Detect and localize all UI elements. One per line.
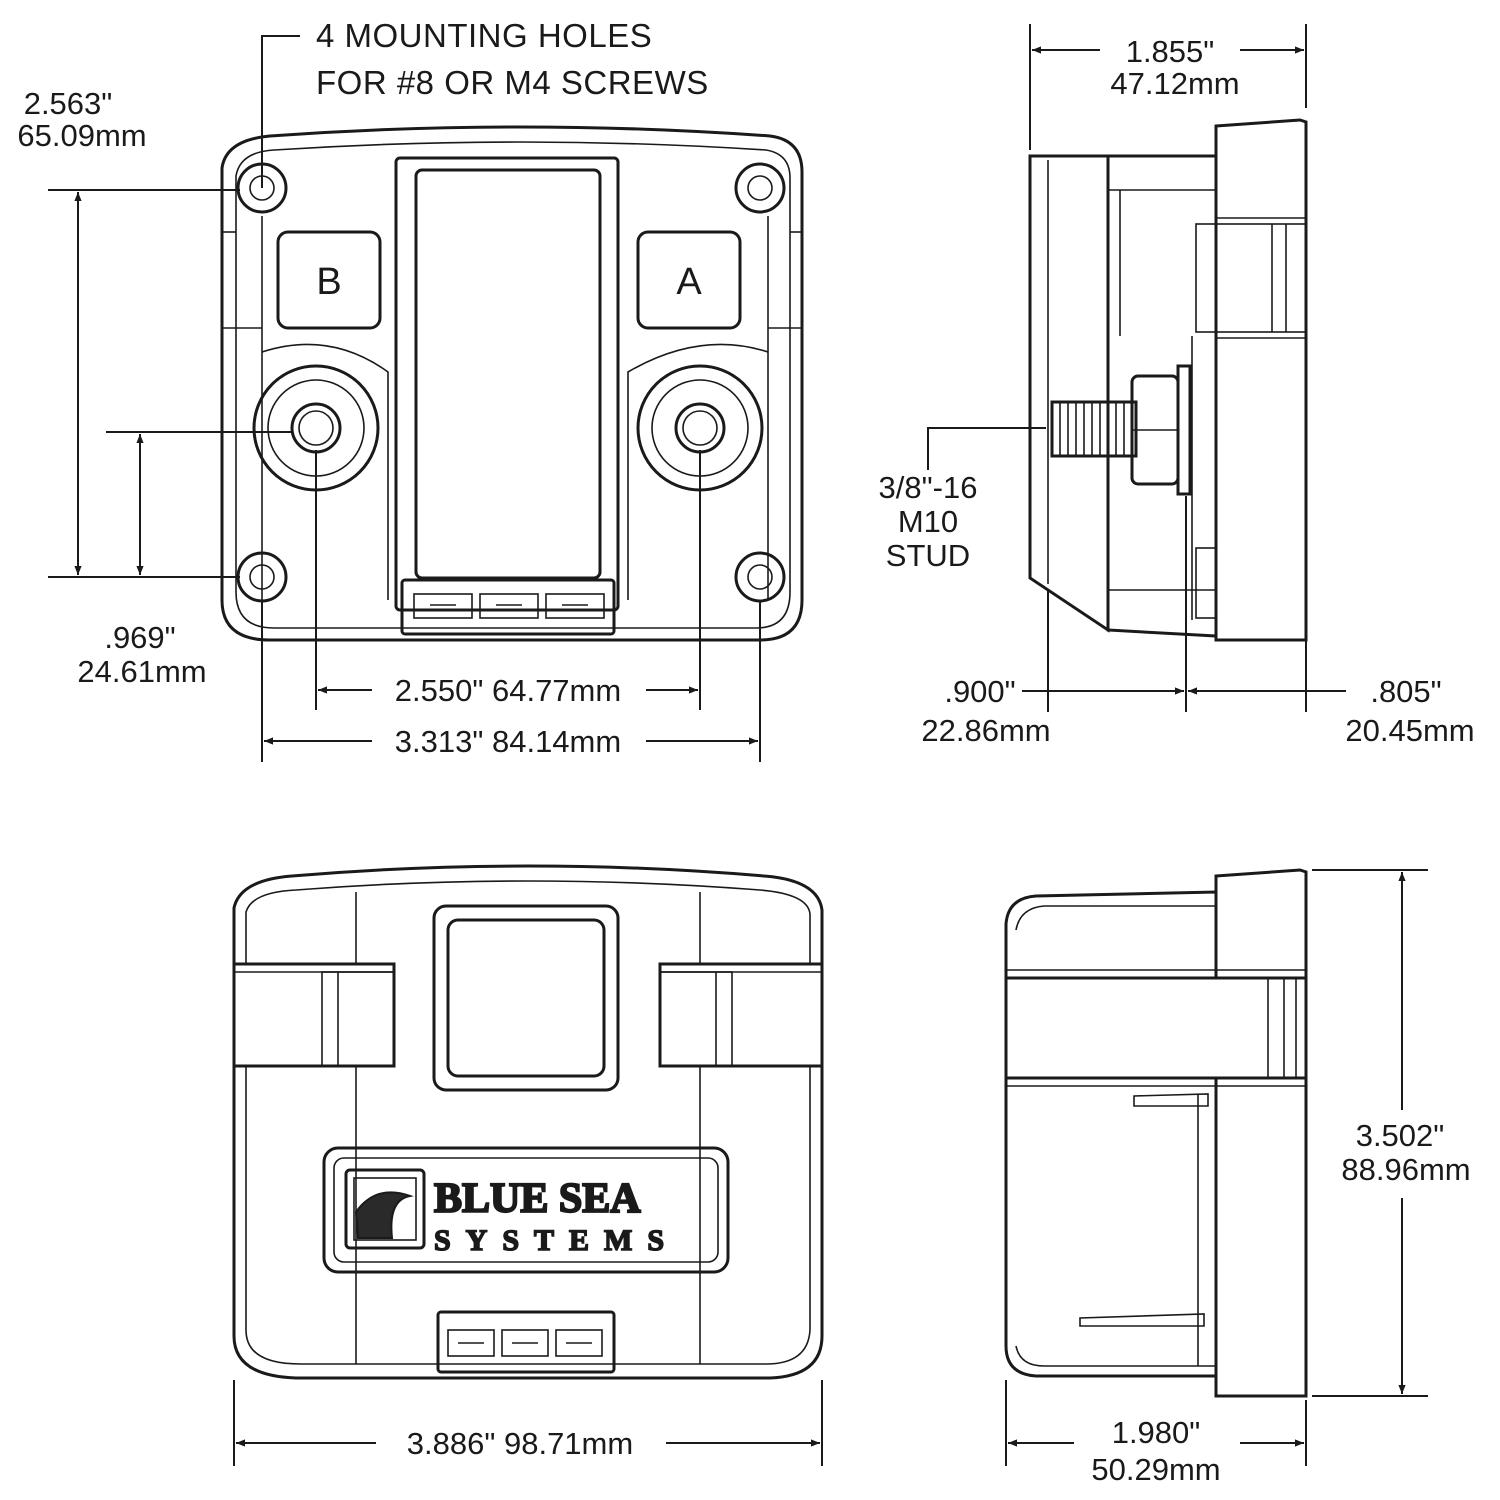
dim-cover-depth-in: .805" xyxy=(1370,674,1441,709)
dim-base-depth-in: .900" xyxy=(944,674,1015,709)
dim-overall-depth-mm: 50.29mm xyxy=(1091,1452,1220,1487)
mounting-note-line1: 4 MOUNTING HOLES xyxy=(316,17,652,54)
top-view: BLUE SEA SYSTEMS 3.886" 98.71mm xyxy=(232,864,824,1466)
dim-hole-vertical-mm: 65.09mm xyxy=(17,118,146,153)
dim-stud-offset-in: .969" xyxy=(104,620,175,655)
dim-overall-height-in: 3.502" xyxy=(1356,1118,1445,1153)
end-view: 3.502" 88.96mm 1.980" 50.29mm xyxy=(1004,868,1471,1487)
dim-overall-height-mm: 88.96mm xyxy=(1341,1152,1470,1187)
button-b xyxy=(276,230,382,330)
dim-stud-spacing: 2.550" 64.77mm xyxy=(395,673,621,708)
logo-text-line1: BLUE SEA xyxy=(434,1176,641,1222)
stud-label-line3: STUD xyxy=(886,538,970,573)
dim-base-depth-mm: 22.86mm xyxy=(921,713,1050,748)
button-b-label: B xyxy=(316,261,341,303)
stud-label-line2: M10 xyxy=(898,504,958,539)
dim-side-depth-mm: 47.12mm xyxy=(1110,66,1239,101)
dim-hole-vertical-in: 2.563" xyxy=(24,86,113,121)
mounting-note-line2: FOR #8 OR M4 SCREWS xyxy=(316,64,709,101)
button-a xyxy=(636,230,742,330)
logo-wave-icon xyxy=(354,1191,414,1239)
front-view: B A 4 MOUNTING HOLES FOR #8 O xyxy=(17,17,804,762)
dim-overall-width: 3.886" 98.71mm xyxy=(407,1426,633,1461)
side-view: 3/8"-16 M10 STUD 1.855" 47.12mm .900" 22… xyxy=(879,24,1475,748)
dim-overall-depth-in: 1.980" xyxy=(1112,1415,1201,1450)
button-a-label: A xyxy=(676,261,702,303)
dim-hole-spacing: 3.313" 84.14mm xyxy=(395,724,621,759)
logo-text-line2: SYSTEMS xyxy=(434,1224,679,1257)
stud-label-line1: 3/8"-16 xyxy=(879,470,978,505)
dim-stud-offset-mm: 24.61mm xyxy=(77,654,206,689)
dim-side-depth-in: 1.855" xyxy=(1126,34,1215,69)
dim-cover-depth-mm: 20.45mm xyxy=(1345,713,1474,748)
